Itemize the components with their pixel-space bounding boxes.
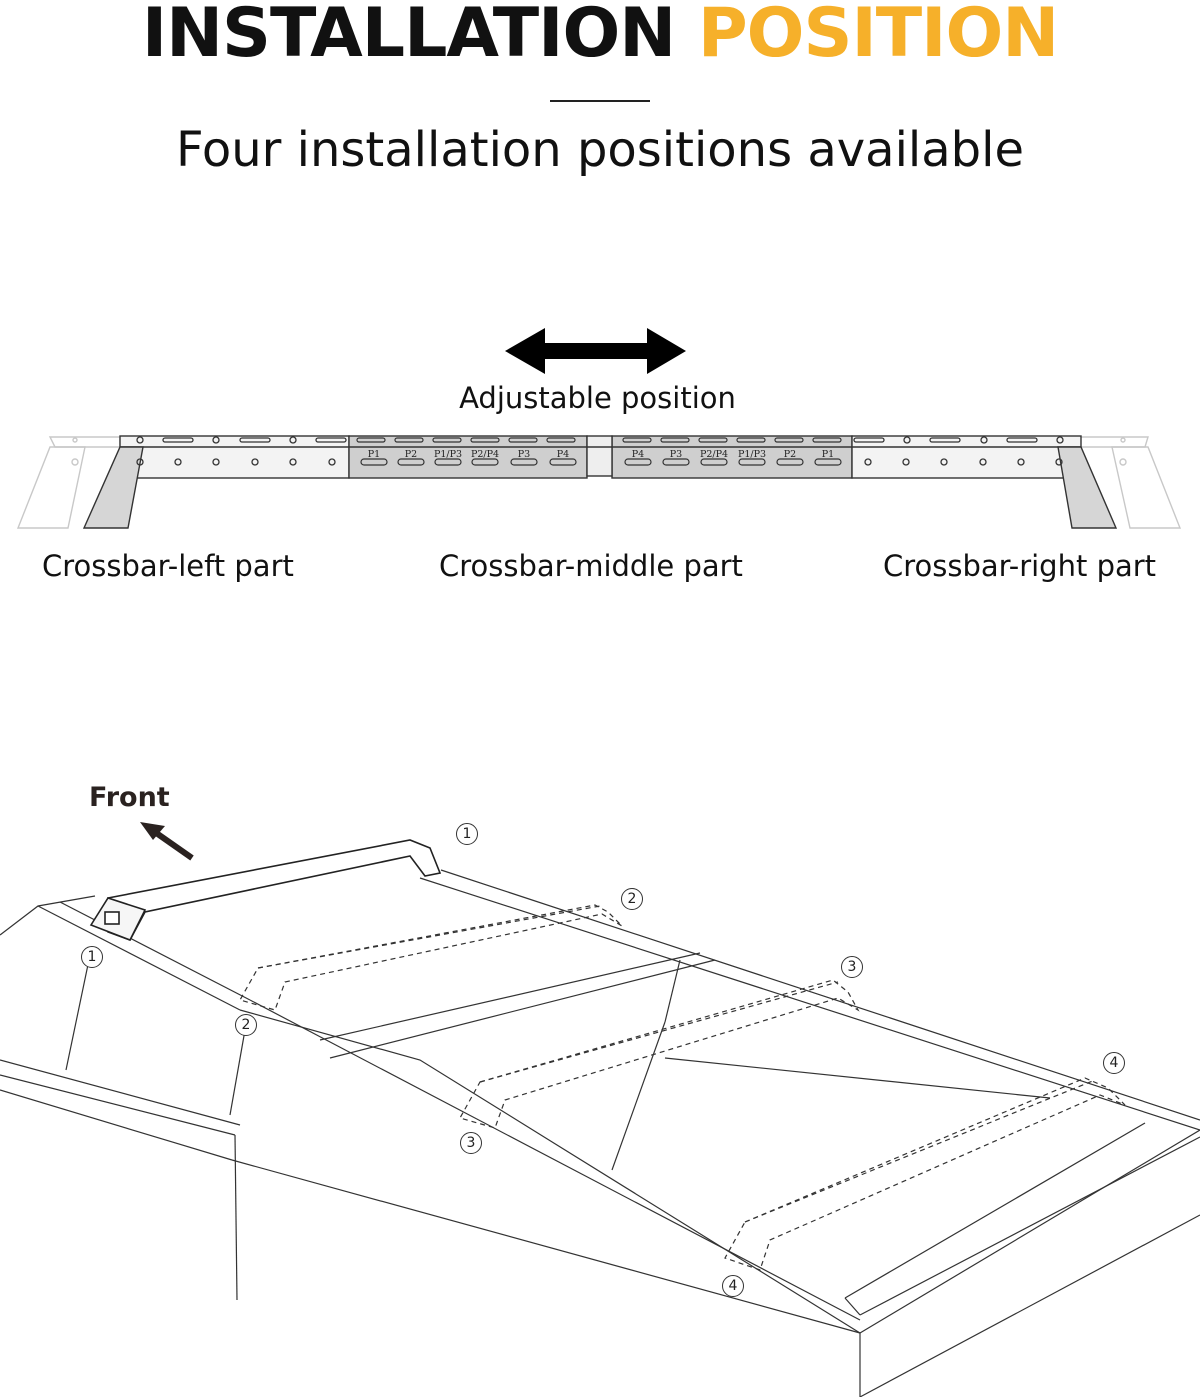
crossbar-left-part — [82, 435, 350, 529]
crossbar-right-label: Crossbar-right part — [883, 549, 1157, 583]
adjustable-position-caption: Adjustable position — [459, 381, 736, 415]
slot-label: P2 — [405, 449, 417, 460]
front-arrow-icon — [140, 822, 194, 861]
position-marker-3: 3 — [460, 1132, 482, 1154]
crossbar-left-label: Crossbar-left part — [42, 549, 294, 583]
slot-label: P2/P4 — [471, 449, 499, 460]
crossbar-diagram: P1 P2 P1/P3 P2/P4 P3 P4 P4 P3 P2/P4 P1/P… — [16, 328, 1182, 529]
slot-label: P2 — [784, 449, 796, 460]
position-marker-2: 2 — [235, 1014, 257, 1036]
crossbar-dashed-positions — [239, 904, 1126, 1271]
title-word-position: POSITION — [697, 0, 1059, 73]
crossbar-middle-label: Crossbar-middle part — [439, 549, 743, 583]
position-marker-3: 3 — [841, 956, 863, 978]
page-title: INSTALLATION POSITION — [0, 0, 1200, 74]
slot-label: P1 — [822, 449, 834, 460]
slot-label: P1 — [368, 449, 380, 460]
slot-label: P4 — [632, 449, 644, 460]
title-divider — [550, 100, 650, 102]
crossbar-position-1 — [89, 839, 442, 942]
page-subtitle: Four installation positions available — [175, 122, 1024, 178]
position-marker-4: 4 — [1103, 1052, 1125, 1074]
slot-label: P3 — [670, 449, 682, 460]
position-marker-1: 1 — [456, 823, 478, 845]
position-marker-2: 2 — [621, 888, 643, 910]
crossbar-right-part — [851, 435, 1118, 529]
position-marker-4: 4 — [722, 1275, 744, 1297]
slot-label: P1/P3 — [434, 449, 462, 460]
front-label: Front — [89, 782, 170, 813]
title-word-installation: INSTALLATION — [141, 0, 676, 73]
position-marker-1: 1 — [81, 946, 103, 968]
slot-label: P3 — [518, 449, 530, 460]
double-arrow-icon — [505, 328, 686, 374]
slot-label: P1/P3 — [738, 449, 766, 460]
slot-label: P4 — [557, 449, 569, 460]
slot-label: P2/P4 — [700, 449, 728, 460]
